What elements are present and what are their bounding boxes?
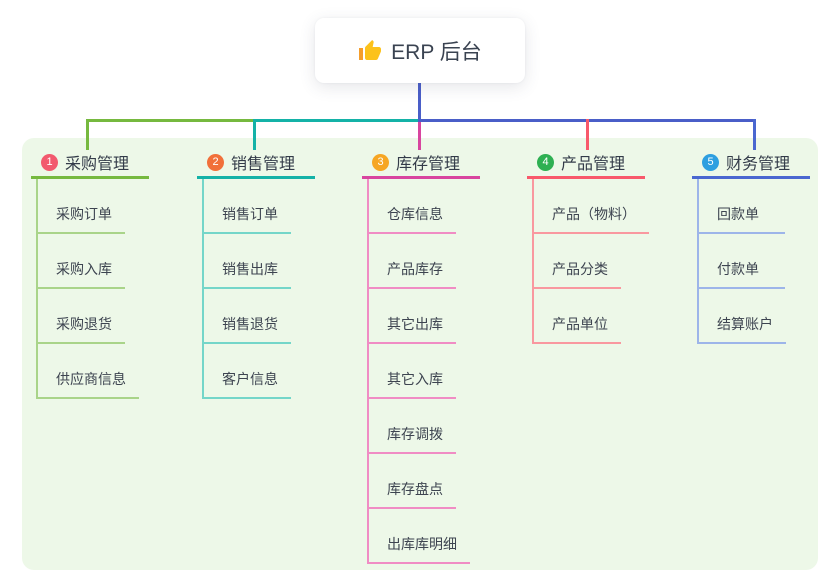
branch-rail-line xyxy=(367,179,369,564)
leaf-label: 库存盘点 xyxy=(387,481,443,498)
leaf-node[interactable]: 采购订单 xyxy=(36,179,125,234)
leaf-node[interactable]: 销售出库 xyxy=(202,234,291,289)
branch-items: 采购订单采购入库采购退货供应商信息 xyxy=(36,179,149,399)
connector-root-stem xyxy=(418,83,421,122)
branch-items: 仓库信息产品库存其它出库其它入库库存调拨库存盘点出库库明细 xyxy=(367,179,480,564)
leaf-label: 客户信息 xyxy=(222,371,278,388)
leaf-node[interactable]: 销售订单 xyxy=(202,179,291,234)
leaf-node[interactable]: 供应商信息 xyxy=(36,344,139,399)
leaf-label: 采购订单 xyxy=(56,206,112,223)
leaf-label: 销售出库 xyxy=(222,261,278,278)
leaf-node[interactable]: 回款单 xyxy=(697,179,785,234)
branch-rail-line xyxy=(36,179,38,399)
connector-bus-segment xyxy=(255,119,420,122)
branch-items: 产品（物料） 产品分类产品单位 xyxy=(532,179,649,344)
leaf-label: 采购退货 xyxy=(56,316,112,333)
leaf-node[interactable]: 产品库存 xyxy=(367,234,456,289)
branch-items: 回款单付款单结算账户 xyxy=(697,179,810,344)
leaf-node[interactable]: 库存盘点 xyxy=(367,454,456,509)
root-title: ERP 后台 xyxy=(391,40,482,64)
branch-items: 销售订单销售出库销售退货客户信息 xyxy=(202,179,315,399)
branch-number-badge: 5 xyxy=(702,153,719,171)
leaf-label: 销售订单 xyxy=(222,206,278,223)
leaf-node[interactable]: 采购退货 xyxy=(36,289,125,344)
leaf-label: 其它出库 xyxy=(387,316,443,333)
leaf-label: 付款单 xyxy=(717,261,759,278)
leaf-label: 销售退货 xyxy=(222,316,278,333)
leaf-label: 产品单位 xyxy=(552,316,608,333)
leaf-label: 仓库信息 xyxy=(387,206,443,223)
branch-label: 财务管理 xyxy=(726,156,791,173)
leaf-node[interactable]: 产品单位 xyxy=(532,289,621,344)
branch-header[interactable]: 4 产品管理 xyxy=(527,148,645,179)
leaf-label: 库存调拨 xyxy=(387,426,443,443)
leaf-node[interactable]: 销售退货 xyxy=(202,289,291,344)
connector-branch-drop xyxy=(86,119,89,150)
leaf-label: 供应商信息 xyxy=(56,371,126,388)
branch-number-badge: 2 xyxy=(207,153,224,171)
leaf-node[interactable]: 其它入库 xyxy=(367,344,456,399)
leaf-label: 产品库存 xyxy=(387,261,443,278)
leaf-node[interactable]: 其它出库 xyxy=(367,289,456,344)
branch-rail-line xyxy=(532,179,534,344)
branch-number-badge: 3 xyxy=(372,153,389,171)
branch-header[interactable]: 3 库存管理 xyxy=(362,148,480,179)
leaf-node[interactable]: 出库库明细 xyxy=(367,509,470,564)
branch-header[interactable]: 1 采购管理 xyxy=(31,148,149,179)
branch-rail-line xyxy=(202,179,204,399)
branch-node-5: 5 财务管理回款单付款单结算账户 xyxy=(692,148,810,344)
leaf-node[interactable]: 采购入库 xyxy=(36,234,125,289)
branch-node-1: 1 采购管理采购订单采购入库采购退货供应商信息 xyxy=(31,148,149,399)
branches-panel xyxy=(22,138,818,570)
leaf-label: 产品（物料） xyxy=(552,206,636,223)
connector-branch-drop xyxy=(586,119,589,150)
leaf-node[interactable]: 付款单 xyxy=(697,234,785,289)
branch-label: 库存管理 xyxy=(396,156,461,173)
root-node[interactable]: ERP 后台 xyxy=(315,18,525,83)
leaf-label: 其它入库 xyxy=(387,371,443,388)
connector-branch-drop xyxy=(418,122,421,150)
branch-label: 采购管理 xyxy=(65,156,130,173)
thumbs-up-icon xyxy=(359,39,382,60)
branch-number-badge: 4 xyxy=(537,153,554,171)
leaf-node[interactable]: 库存调拨 xyxy=(367,399,456,454)
leaf-label: 结算账户 xyxy=(717,316,773,333)
leaf-node[interactable]: 产品分类 xyxy=(532,234,621,289)
branch-label: 销售管理 xyxy=(231,156,296,173)
branch-label: 产品管理 xyxy=(561,156,626,173)
leaf-node[interactable]: 客户信息 xyxy=(202,344,291,399)
connector-branch-drop xyxy=(753,119,756,150)
leaf-label: 出库库明细 xyxy=(387,536,457,553)
leaf-node[interactable]: 产品（物料） xyxy=(532,179,649,234)
leaf-node[interactable]: 仓库信息 xyxy=(367,179,456,234)
leaf-label: 产品分类 xyxy=(552,261,608,278)
branch-node-2: 2 销售管理销售订单销售出库销售退货客户信息 xyxy=(197,148,315,399)
branch-header[interactable]: 2 销售管理 xyxy=(197,148,315,179)
connector-branch-drop xyxy=(253,119,256,150)
leaf-node[interactable]: 结算账户 xyxy=(697,289,786,344)
branch-node-3: 3 库存管理仓库信息产品库存其它出库其它入库库存调拨库存盘点出库库明细 xyxy=(362,148,480,564)
branch-rail-line xyxy=(697,179,699,344)
branch-number-badge: 1 xyxy=(41,153,58,171)
branch-node-4: 4 产品管理产品（物料） 产品分类产品单位 xyxy=(527,148,649,344)
branch-header[interactable]: 5 财务管理 xyxy=(692,148,810,179)
connector-bus-segment xyxy=(86,119,255,122)
leaf-label: 回款单 xyxy=(717,206,759,223)
leaf-label: 采购入库 xyxy=(56,261,112,278)
